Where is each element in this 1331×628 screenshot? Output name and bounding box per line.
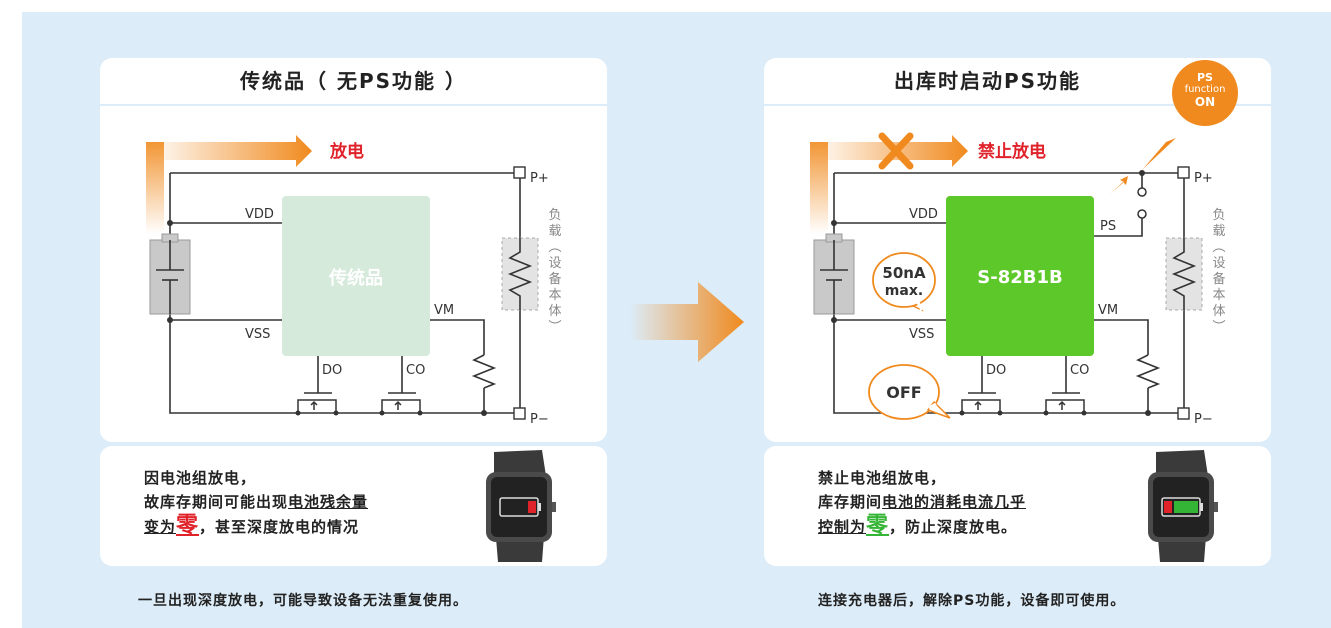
- mosfet-charge: [1045, 392, 1085, 413]
- left-description-card: 因电池组放电， 故库存期间可能出现电池残余量 变为零，甚至深度放电的情况: [100, 446, 607, 566]
- bubble-current-line1: 50nA: [882, 264, 926, 282]
- transition-arrow: [630, 282, 744, 362]
- right-desc-line2a: 库存期间: [818, 493, 883, 511]
- right-description: 禁止电池组放电， 库存期间电池的消耗电流几乎 控制为零，防止深度放电。: [818, 466, 1026, 539]
- load-label: 负 载 ︵ 设 备 本 体 ︶: [548, 208, 562, 335]
- p-plus-label: P+: [1194, 171, 1213, 186]
- ps-label: PS: [1100, 219, 1116, 234]
- cross-icon: [878, 132, 914, 170]
- watch-full-battery-icon: [1148, 450, 1218, 562]
- terminal-p-minus: [513, 407, 526, 420]
- load-resistor: [507, 238, 533, 310]
- right-circuit: 禁止放电: [810, 132, 1213, 427]
- vss-label: VSS: [909, 327, 934, 342]
- mosfet-discharge: [961, 392, 1001, 413]
- current-bubble: 50nA max.: [872, 252, 936, 312]
- vss-label: VSS: [245, 327, 270, 342]
- left-description: 因电池组放电， 故库存期间可能出现电池残余量 变为零，甚至深度放电的情况: [144, 466, 368, 539]
- right-desc-line1: 禁止电池组放电，: [818, 469, 947, 487]
- discharge-label: 放电: [329, 141, 364, 162]
- right-desc-line3a: 控制为: [818, 518, 867, 536]
- switch-arrow-icon: [1110, 176, 1128, 194]
- terminal-p-minus: [1177, 407, 1190, 420]
- bubble-off-label: OFF: [886, 383, 921, 402]
- vm-resistor: [471, 354, 497, 389]
- co-label: CO: [1070, 363, 1089, 378]
- right-zero: 零: [866, 513, 890, 538]
- left-panel: 传统品（ 无PS功能 ） 放电: [22, 12, 662, 628]
- p-plus-label: P+: [530, 171, 549, 186]
- do-label: DO: [986, 363, 1006, 378]
- right-panel: 出库时启动PS功能: [682, 12, 1331, 628]
- do-label: DO: [322, 363, 342, 378]
- off-bubble: OFF: [868, 364, 951, 420]
- left-desc-line3a: 变为: [144, 518, 177, 536]
- left-desc-line3c: ，甚至深度放电的情况: [199, 518, 360, 536]
- left-desc-line1: 因电池组放电，: [144, 469, 257, 487]
- chip: [282, 196, 430, 356]
- mosfet-discharge: [297, 392, 337, 413]
- left-circuit: 放电: [146, 135, 549, 427]
- left-desc-line2b: 电池残余量: [288, 493, 369, 511]
- chip-label: S-82B1B: [977, 267, 1062, 288]
- terminal-p-plus: [513, 166, 526, 179]
- left-title: 传统品（ 无PS功能 ）: [100, 58, 607, 106]
- discharge-arrow: [146, 135, 312, 167]
- right-description-card: 禁止电池组放电， 库存期间电池的消耗电流几乎 控制为零，防止深度放电。: [764, 446, 1271, 566]
- vm-label: VM: [1098, 303, 1118, 318]
- left-footer: 一旦出现深度放电，可能导致设备无法重复使用。: [138, 593, 468, 609]
- blocked-label: 禁止放电: [978, 141, 1046, 162]
- diagram-background: 传统品（ 无PS功能 ） 放电: [22, 12, 1331, 628]
- blocked-arrow-vertical: [810, 142, 828, 234]
- ps-switch: [1137, 187, 1147, 219]
- vm-resistor: [1135, 354, 1161, 389]
- right-desc-line2b: 电池的消耗电流几乎: [882, 493, 1027, 511]
- right-desc-line3c: ，防止深度放电。: [889, 518, 1018, 536]
- chip: [946, 196, 1094, 356]
- vm-label: VM: [434, 303, 454, 318]
- load-label: 负 载 ︵ 设 备 本 体 ︶: [1212, 208, 1226, 335]
- bubble-current-line2: max.: [885, 283, 923, 299]
- ps-function-badge: PS function ON: [1172, 60, 1238, 126]
- terminal-p-plus: [1177, 166, 1190, 179]
- discharge-arrow-vertical: [146, 142, 164, 234]
- left-zero: 零: [176, 513, 200, 538]
- mosfet-charge: [381, 392, 421, 413]
- left-desc-line2a: 故库存期间可能出现: [144, 493, 289, 511]
- blocked-arrow: [810, 135, 968, 167]
- vdd-label: VDD: [245, 207, 274, 222]
- right-title: 出库时启动PS功能: [764, 58, 1271, 106]
- chip-label: 传统品: [328, 267, 383, 289]
- co-label: CO: [406, 363, 425, 378]
- p-minus-label: P−: [1194, 412, 1213, 427]
- load-resistor: [1171, 238, 1197, 310]
- watch-low-battery-icon: [486, 450, 556, 562]
- right-diagram-card: 出库时启动PS功能: [764, 58, 1271, 442]
- p-minus-label: P−: [530, 412, 549, 427]
- vdd-label: VDD: [909, 207, 938, 222]
- left-diagram-card: 传统品（ 无PS功能 ） 放电: [100, 58, 607, 442]
- right-footer: 连接充电器后，解除PS功能，设备即可使用。: [818, 593, 1126, 609]
